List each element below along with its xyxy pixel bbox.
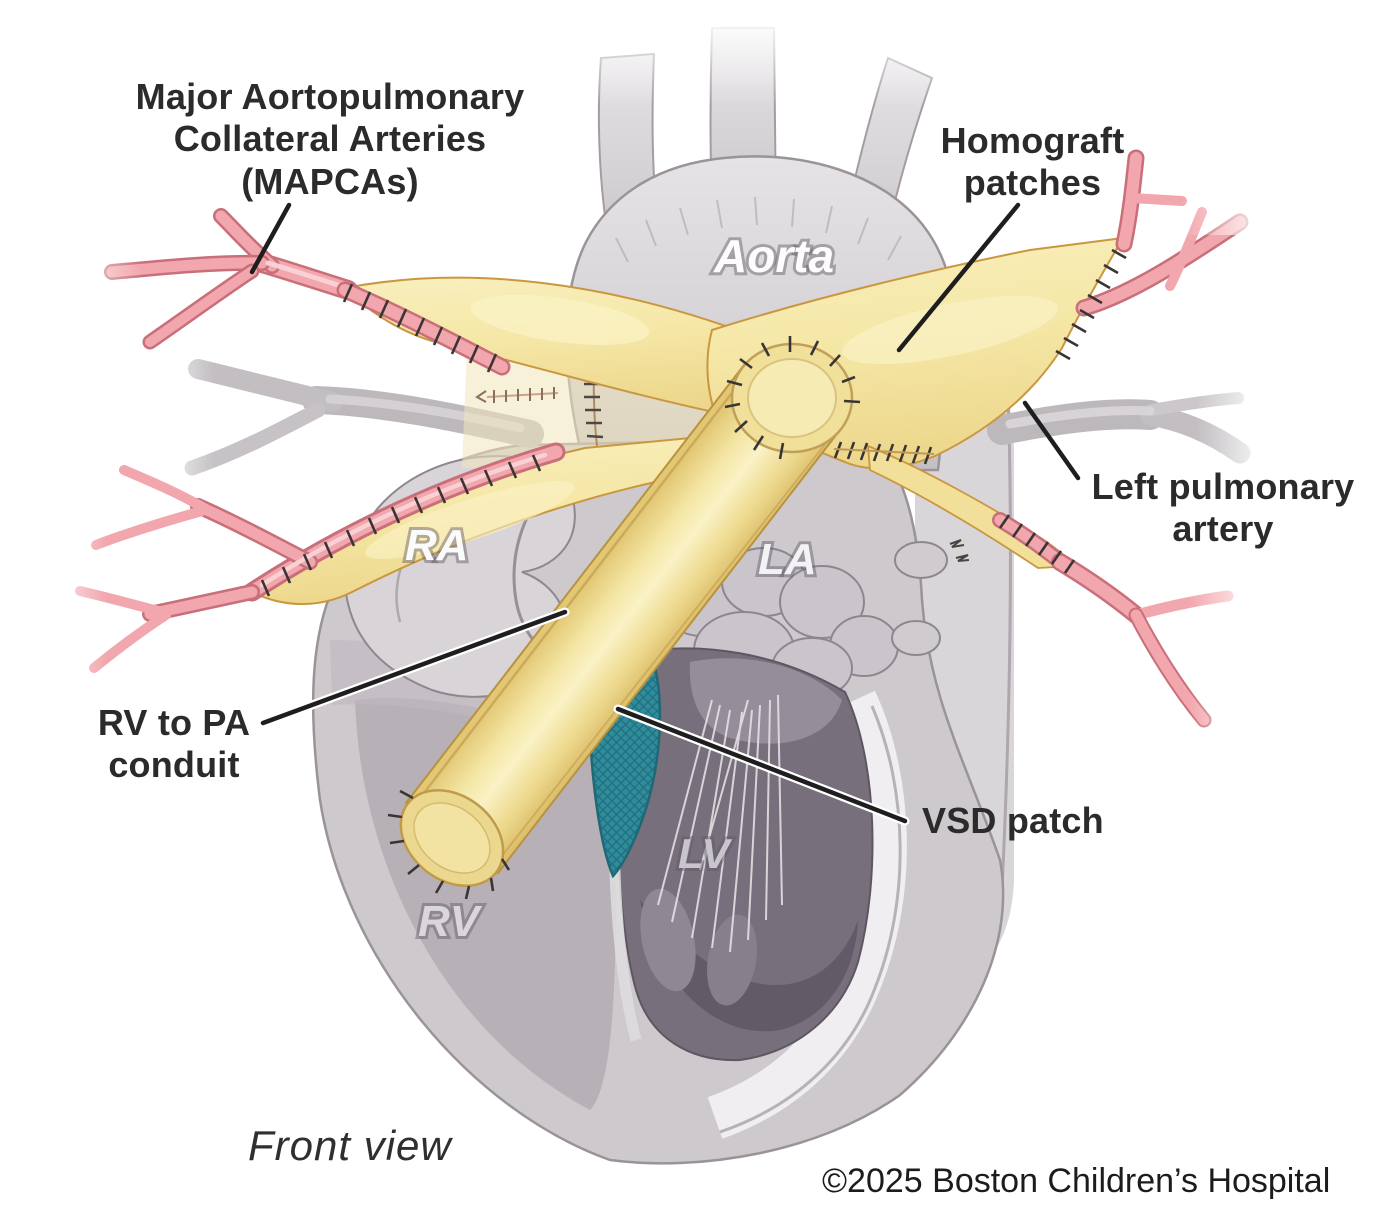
rv-to-pa-conduit-label: RV to PA conduit [97, 702, 251, 786]
suture-ticks-rv-cap [387, 789, 511, 900]
leader-mapcas [249, 202, 292, 275]
front-view-caption: Front view [248, 1122, 452, 1169]
homograft-patch-left-upper [342, 276, 754, 422]
pulmonary-vein-nubs [891, 541, 948, 656]
leader-lines [249, 202, 1081, 826]
suture-ticks-ring [724, 336, 861, 460]
leader-vsd [615, 706, 908, 824]
copyright-text: ©2025 Boston Children’s Hospital [822, 1162, 1331, 1200]
leader-conduit [260, 609, 568, 726]
left-ventricle-interior [608, 647, 907, 1139]
leader-homograft [896, 202, 1021, 353]
suture-scribble [955, 554, 970, 562]
aorta-label: Aorta [713, 230, 834, 282]
leader-lpa [1022, 400, 1081, 481]
aorta-arch-texture [615, 196, 902, 263]
mapcas-label: Major Aortopulmonary Collateral Arteries… [135, 76, 525, 202]
vsd-patch-label: VSD patch [922, 800, 1104, 841]
seam-line [833, 448, 935, 455]
left-atrium-label: LA [758, 535, 817, 584]
left-pulmonary-artery-label: Left pulmonary artery [1091, 466, 1355, 550]
suture-row-mini [475, 387, 555, 403]
homograft-patches-label: Homograft patches [940, 120, 1125, 204]
suture-ticks [260, 248, 1127, 597]
right-atrium-label: RA [405, 521, 469, 570]
left-ventricle-label: LV [678, 830, 732, 877]
rv-to-pa-conduit-shape [387, 336, 861, 900]
right-ventricle-label: RV [418, 897, 483, 946]
suture-scribble [949, 539, 965, 548]
